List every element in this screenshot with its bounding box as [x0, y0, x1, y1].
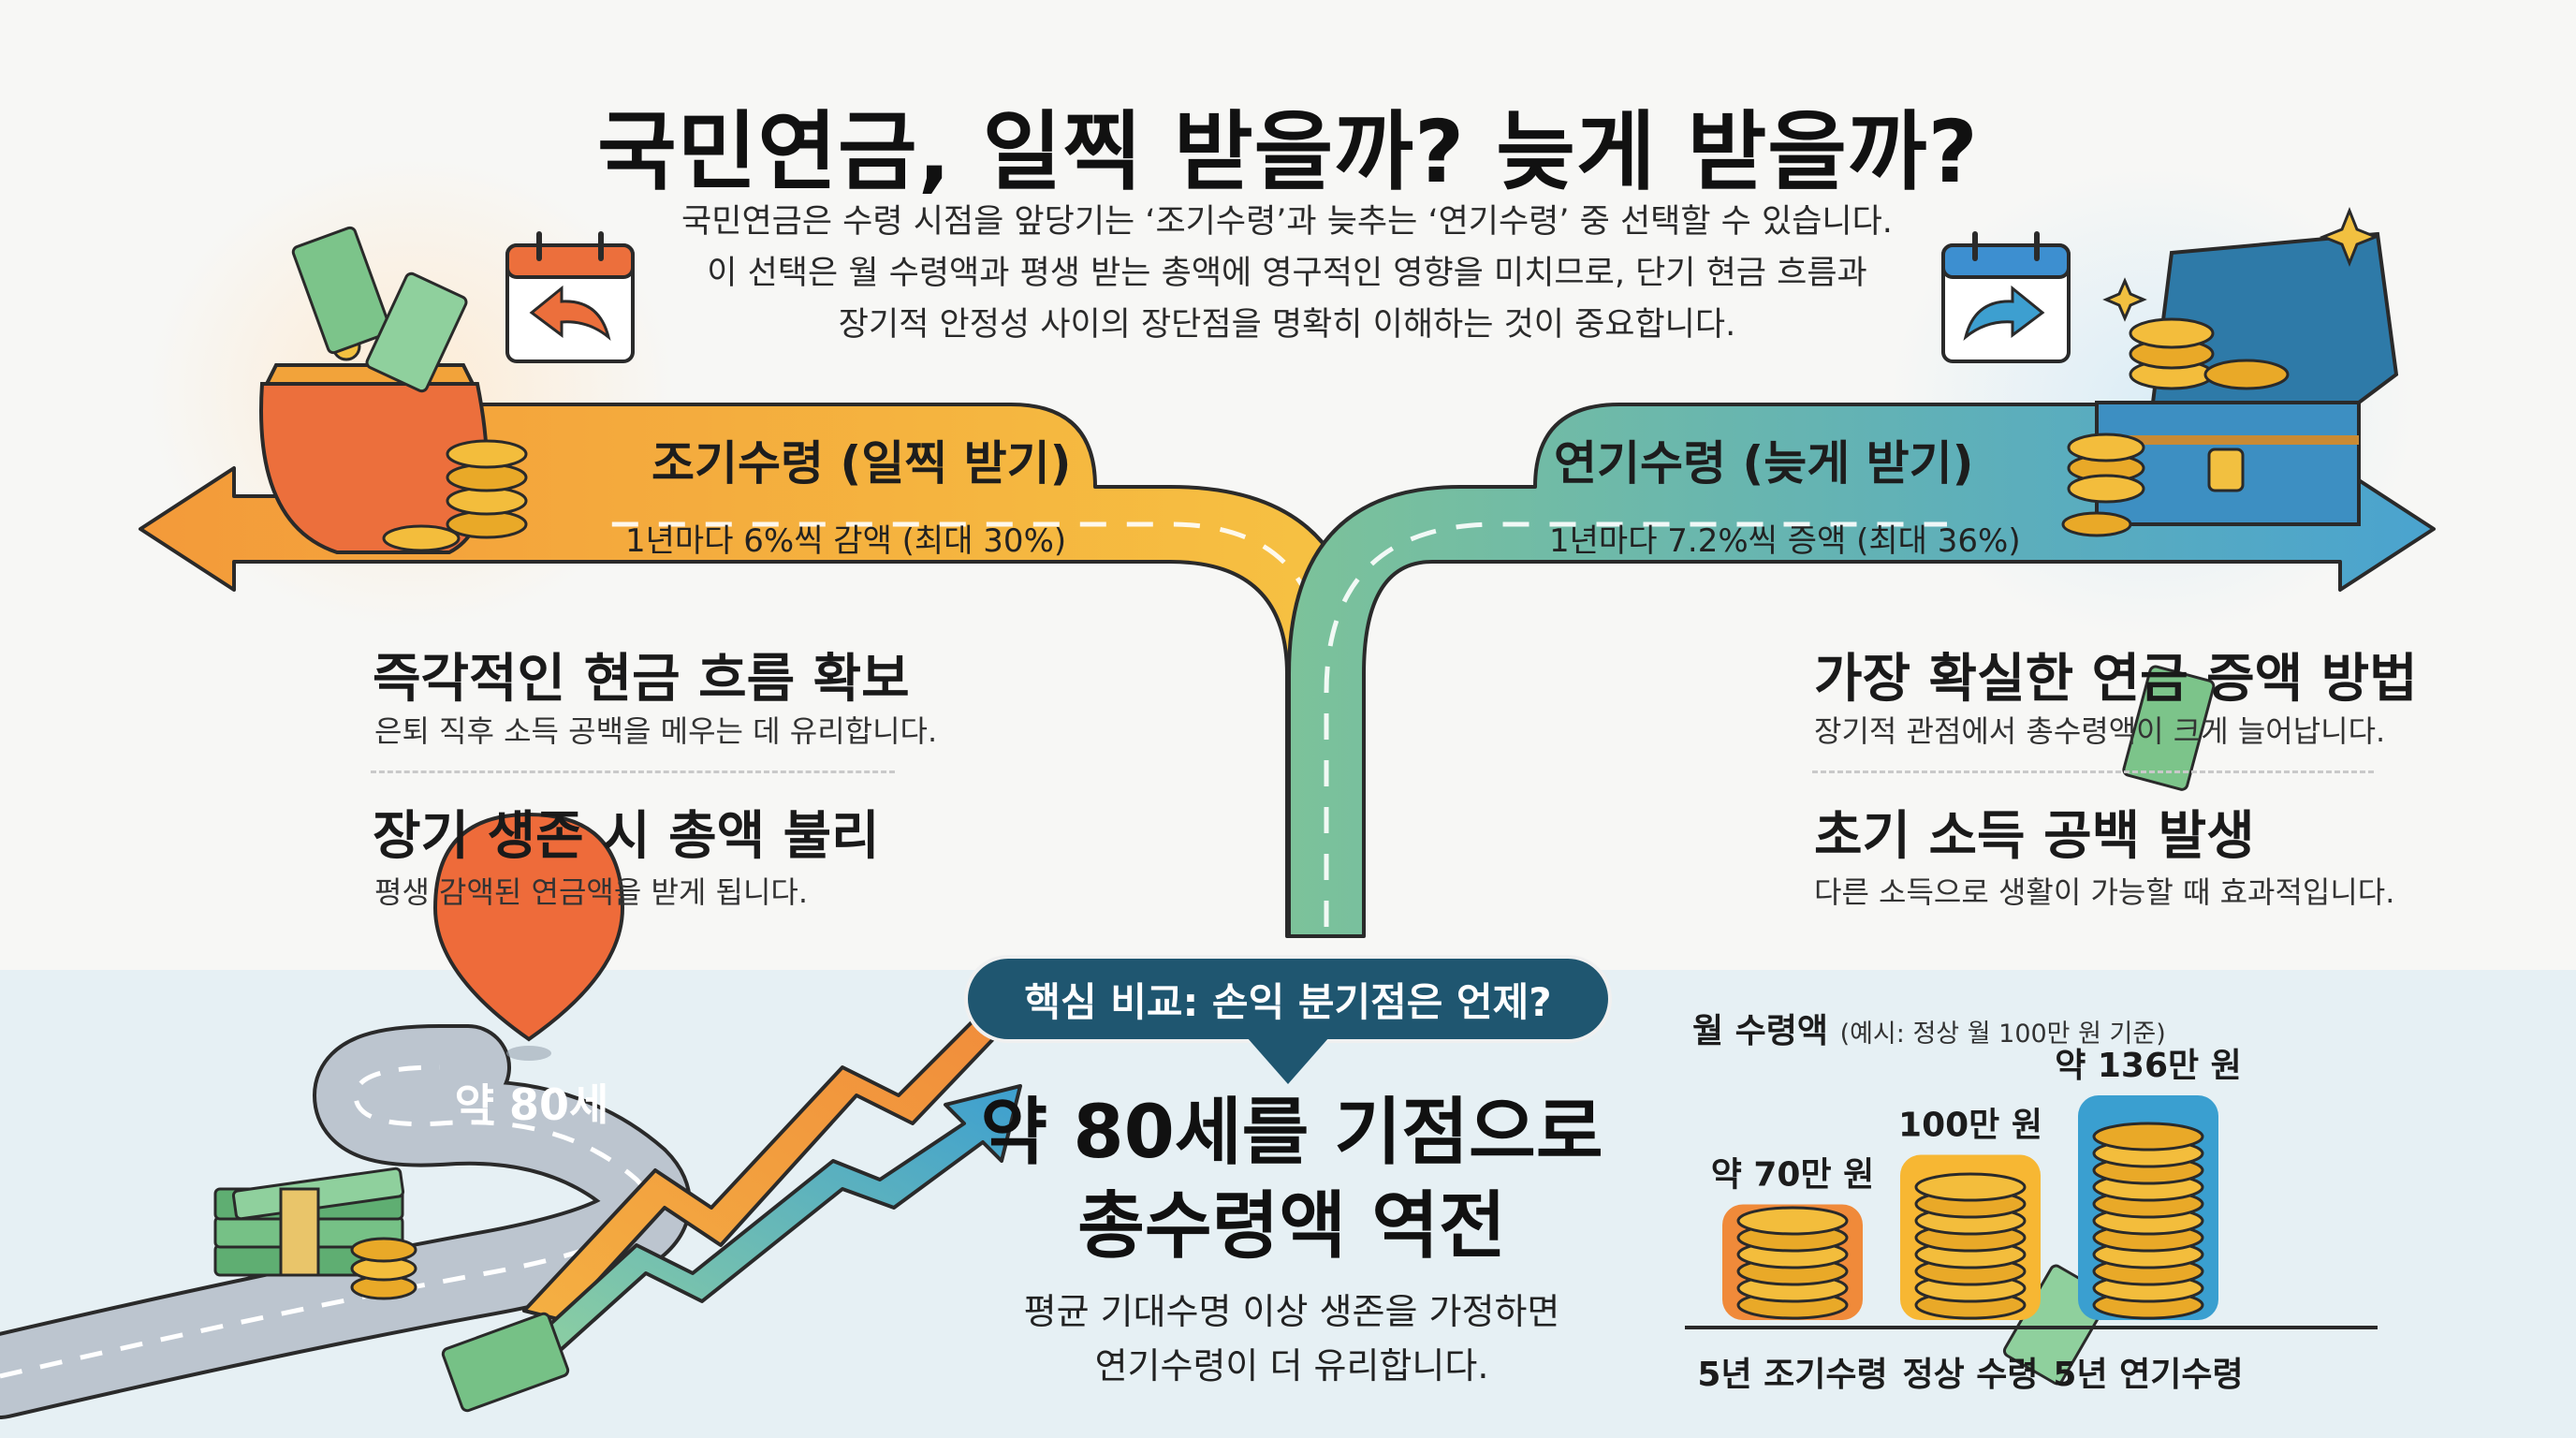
key-comparison-label: 핵심 비교: 손익 분기점은 언제?: [964, 955, 1612, 1043]
chart-title: 월 수령액 (예시: 정상 월 100만 원 기준): [1692, 1004, 2166, 1052]
early-feature-title: 즉각적인 현금 흐름 확보: [373, 649, 910, 710]
monthly-pension-chart: 약 70만 원 5년 조기수령 100만 원정상 수령 약 136만 원 5년 연기수령: [1685, 1047, 2378, 1394]
deferred-road: [1287, 403, 2436, 938]
coin-purse-icon: [259, 226, 489, 554]
winding-road: [0, 1024, 692, 1419]
deferred-divider: [1812, 770, 2374, 773]
deferred-feature-title: 가장 확실한 연금 증액 방법: [1814, 649, 2418, 710]
breakeven-headline: 약 80세를 기점으로 총수령액 역전: [936, 1086, 1647, 1273]
bar-category-label: 5년 조기수령: [1697, 1356, 1887, 1394]
bar-value-label: 100만 원: [1898, 1107, 2042, 1145]
key-comparison-pointer: [1247, 1037, 1329, 1084]
breakeven-note: 평균 기대수명 이상 생존을 가정하면 연기수령이 더 유리합니다.: [936, 1284, 1647, 1393]
deferred-feature-title: 초기 소득 공백 발생: [1814, 806, 2255, 867]
calendar-back-icon: [505, 231, 635, 363]
chart-title-main: 월 수령액: [1692, 1012, 1829, 1050]
note-line: 연기수령이 더 유리합니다.: [1094, 1345, 1489, 1387]
headline-line: 약 80세를 기점으로: [980, 1091, 1603, 1175]
coin-stack-icon: [2092, 1122, 2204, 1320]
intro-line: 국민연금은 수령 시점을 앞당기는 ‘조기수령’과 늦추는 ‘연기수령’ 중 선…: [681, 203, 1893, 241]
early-title: 조기수령 (일찍 받기): [651, 436, 1072, 491]
deferred-feature-desc: 장기적 관점에서 총수령액이 크게 늘어납니다.: [1814, 713, 2386, 749]
pin-age-label: 약 80세: [454, 1079, 609, 1130]
calendar-forward-icon: [1941, 231, 2071, 363]
early-feature-desc: 평생 감액된 연금액을 받게 됩니다.: [374, 874, 809, 910]
money-bill-icon: [213, 1167, 570, 1413]
deferred-title: 연기수령 (늦게 받기): [1554, 436, 1974, 491]
deferred-feature-desc: 다른 소득으로 생활이 가능할 때 효과적입니다.: [1814, 874, 2395, 910]
bar-category-label: 정상 수령: [1902, 1356, 2038, 1394]
bar-value-label: 약 70만 원: [1711, 1155, 1875, 1194]
location-pin-icon: [432, 812, 625, 1061]
coin-stack-icon: [1736, 1206, 1849, 1320]
intro-line: 이 선택은 월 수령액과 평생 받는 총액에 영구적인 영향을 미치므로, 단기…: [707, 255, 1867, 292]
early-feature-desc: 은퇴 직후 소득 공백을 메우는 데 유리합니다.: [374, 713, 938, 749]
intro-line: 장기적 안정성 사이의 장단점을 명확히 이해하는 것이 중요합니다.: [838, 306, 1736, 344]
sparkle-icon: [2102, 206, 2380, 322]
treasure-chest-icon: [2002, 231, 2399, 1386]
note-line: 평균 기대수명 이상 생존을 가정하면: [1023, 1291, 1560, 1332]
early-divider: [371, 770, 895, 773]
coin-stack-icon: [382, 439, 528, 552]
early-feature-title: 장기 생존 시 총액 불리: [373, 806, 880, 867]
coin-stack-icon: [1914, 1172, 2027, 1320]
intro-text: 국민연금은 수령 시점을 앞당기는 ‘조기수령’과 늦추는 ‘연기수령’ 중 선…: [580, 197, 1994, 351]
page-title: 국민연금, 일찍 받을까? 늦게 받을까?: [597, 102, 1979, 202]
early-subtitle: 1년마다 6%씩 감액 (최대 30%): [625, 522, 1067, 560]
chart-subtitle: (예시: 정상 월 100만 원 기준): [1839, 1020, 2166, 1049]
bar-value-label: 약 136만 원: [2055, 1047, 2242, 1085]
headline-line: 총수령액 역전: [1077, 1184, 1506, 1269]
deferred-subtitle: 1년마다 7.2%씩 증액 (최대 36%): [1549, 522, 2021, 560]
bar-category-label: 5년 연기수령: [2053, 1356, 2243, 1394]
